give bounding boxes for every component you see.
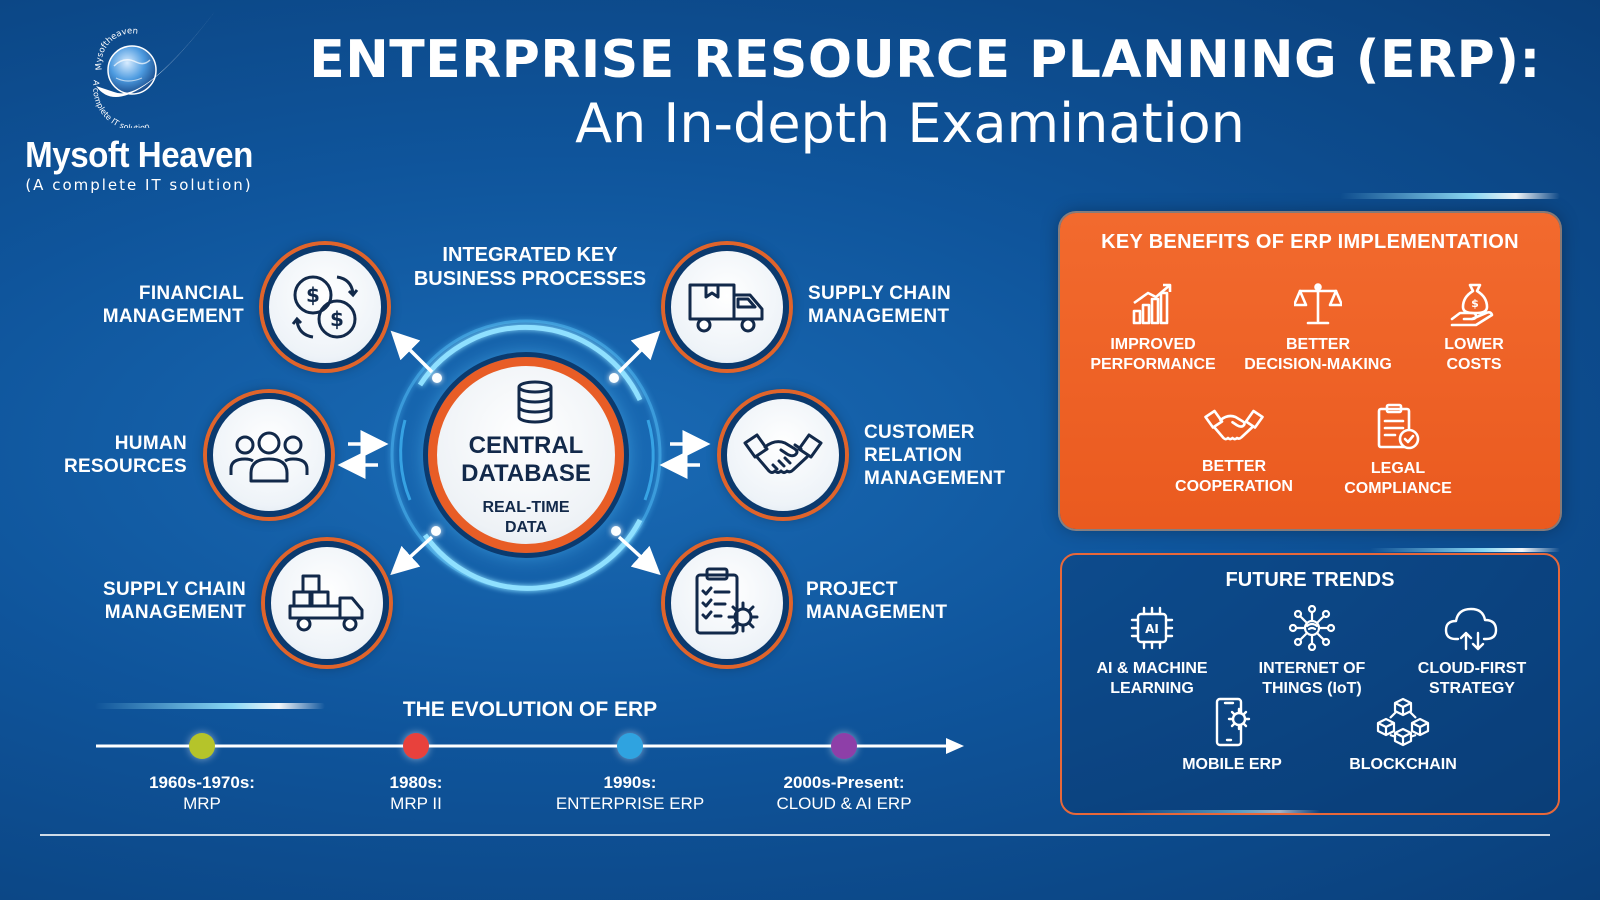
era-label: 2000s-Present: CLOUD & AI ERP <box>744 772 944 814</box>
benefit-lower-costs: $ LOWER COSTS <box>1389 281 1559 375</box>
globe-swoosh-icon: Mysoftheaven A complete IT solution <box>91 10 216 128</box>
era-dot-mrp-ii <box>403 733 429 759</box>
trend-ai-machine-learning: AI AI & MACHINE LEARNING <box>1067 605 1237 699</box>
page-title: ENTERPRISE RESOURCE PLANNING (ERP): <box>309 30 1541 90</box>
handshake-icon <box>743 433 823 474</box>
page-subtitle: An In-depth Examination <box>575 92 1245 155</box>
database-icon <box>517 380 553 424</box>
module-label: HUMAN RESOURCES <box>63 433 187 477</box>
trend-internet-of-things: INTERNET OF THINGS (IoT) <box>1227 605 1397 699</box>
trend-label: INTERNET OF THINGS (IoT) <box>1258 660 1366 697</box>
delivery-truck-icon <box>688 283 764 333</box>
brand-logo: Mysoftheaven A complete IT solution Myso… <box>14 8 264 198</box>
module-supply-chain-management <box>665 245 789 369</box>
svg-text:$: $ <box>306 283 320 307</box>
era-dot-mrp <box>189 733 215 759</box>
module-human-resources <box>207 393 331 517</box>
benefit-label: BETTER COOPERATION <box>1175 458 1293 495</box>
cargo-truck-icon <box>288 574 364 632</box>
module-label: SUPPLY CHAIN MANAGEMENT <box>808 283 951 327</box>
footer-divider <box>40 834 1550 836</box>
benefit-label: LOWER COSTS <box>1444 336 1504 373</box>
central-database: CENTRAL DATABASE REAL-TIME DATA <box>428 357 624 553</box>
era-period: 1980s: <box>389 773 443 792</box>
module-customer-relation-management <box>721 393 845 517</box>
module-label: PROJECT MANAGEMENT <box>806 579 948 623</box>
era-name: ENTERPRISE ERP <box>555 794 705 813</box>
handshake-icon <box>1204 409 1264 441</box>
growth-chart-icon <box>1132 283 1172 325</box>
era-name: MRP <box>183 794 221 813</box>
central-database-subtitle: REAL-TIME DATA <box>482 499 570 536</box>
brand-tagline: (A complete IT solution) <box>25 176 253 194</box>
module-label: FINANCIAL MANAGEMENT <box>102 283 244 327</box>
module-supply-chain-management <box>265 541 389 665</box>
light-streak <box>1340 193 1560 199</box>
era-name: CLOUD & AI ERP <box>776 794 912 813</box>
svg-text:$: $ <box>1471 297 1479 310</box>
glow-arc <box>417 324 643 402</box>
trend-label: BLOCKCHAIN <box>1349 756 1457 773</box>
svg-text:$: $ <box>330 307 344 331</box>
trend-label: AI & MACHINE LEARNING <box>1096 660 1208 697</box>
module-label: SUPPLY CHAIN MANAGEMENT <box>103 579 246 623</box>
trend-label: MOBILE ERP <box>1182 756 1282 773</box>
light-streak <box>95 703 325 709</box>
key-benefits-title: KEY BENEFITS OF ERP IMPLEMENTATION <box>1101 231 1519 253</box>
future-trends-panel: FUTURE TRENDS AI AI & MACHINE LEARNING I… <box>1060 553 1560 815</box>
clipboard-check-icon <box>1377 403 1420 450</box>
era-label: 1990s: ENTERPRISE ERP <box>530 772 730 814</box>
timeline-axis <box>96 738 964 754</box>
glow-arc <box>422 518 643 591</box>
mobile-gear-icon <box>1215 697 1251 747</box>
hub-title: INTEGRATED KEY BUSINESS PROCESSES <box>413 244 647 290</box>
brand-name: Mysoft Heaven <box>25 134 253 175</box>
people-group-icon <box>229 431 309 483</box>
era-label: 1980s: MRP II <box>316 772 516 814</box>
hub-connectors <box>337 319 711 591</box>
era-name: MRP II <box>390 794 442 813</box>
module-financial-management: $ $ <box>263 245 387 369</box>
era-dot-cloud-ai-erp <box>831 733 857 759</box>
era-period: 1990s: <box>603 773 657 792</box>
benefit-better-decision-making: BETTER DECISION-MAKING <box>1233 281 1403 375</box>
evolution-title: THE EVOLUTION OF ERP <box>402 698 658 721</box>
benefit-label: IMPROVED PERFORMANCE <box>1090 336 1216 373</box>
trend-blockchain: BLOCKCHAIN <box>1318 697 1488 775</box>
benefit-label: BETTER DECISION-MAKING <box>1244 336 1392 373</box>
benefit-label: LEGAL COMPLIANCE <box>1344 460 1452 497</box>
key-benefits-panel: KEY BENEFITS OF ERP IMPLEMENTATION IMPRO… <box>1060 213 1560 529</box>
balance-scale-icon <box>1294 283 1342 325</box>
era-period: 1960s-1970s: <box>149 773 255 792</box>
currency-exchange-icon: $ $ <box>291 275 359 339</box>
trend-mobile-erp: MOBILE ERP <box>1147 697 1317 775</box>
trend-label: CLOUD-FIRST STRATEGY <box>1417 660 1527 697</box>
benefit-better-cooperation: BETTER COOPERATION <box>1149 403 1319 497</box>
blockchain-cubes-icon <box>1376 697 1430 747</box>
iot-network-icon <box>1288 605 1336 651</box>
trend-cloud-first-strategy: CLOUD-FIRST STRATEGY <box>1387 605 1557 699</box>
light-streak <box>1370 548 1560 552</box>
module-project-management <box>665 541 789 665</box>
benefit-legal-compliance: LEGAL COMPLIANCE <box>1313 403 1483 499</box>
era-label: 1960s-1970s: MRP <box>102 772 302 814</box>
module-label: CUSTOMER RELATION MANAGEMENT <box>864 422 1006 489</box>
benefit-improved-performance: IMPROVED PERFORMANCE <box>1068 281 1238 375</box>
light-streak <box>1120 810 1320 814</box>
era-period: 2000s-Present: <box>783 773 905 792</box>
era-dot-enterprise-erp <box>617 733 643 759</box>
central-database-title: CENTRAL DATABASE <box>461 432 591 487</box>
ai-chip-icon: AI <box>1130 606 1174 650</box>
money-bag-hand-icon: $ <box>1450 283 1494 327</box>
svg-text:AI: AI <box>1145 622 1159 636</box>
cloud-upload-icon <box>1444 607 1498 651</box>
clipboard-gear-icon <box>695 567 759 635</box>
future-trends-title: FUTURE TRENDS <box>1225 569 1395 591</box>
